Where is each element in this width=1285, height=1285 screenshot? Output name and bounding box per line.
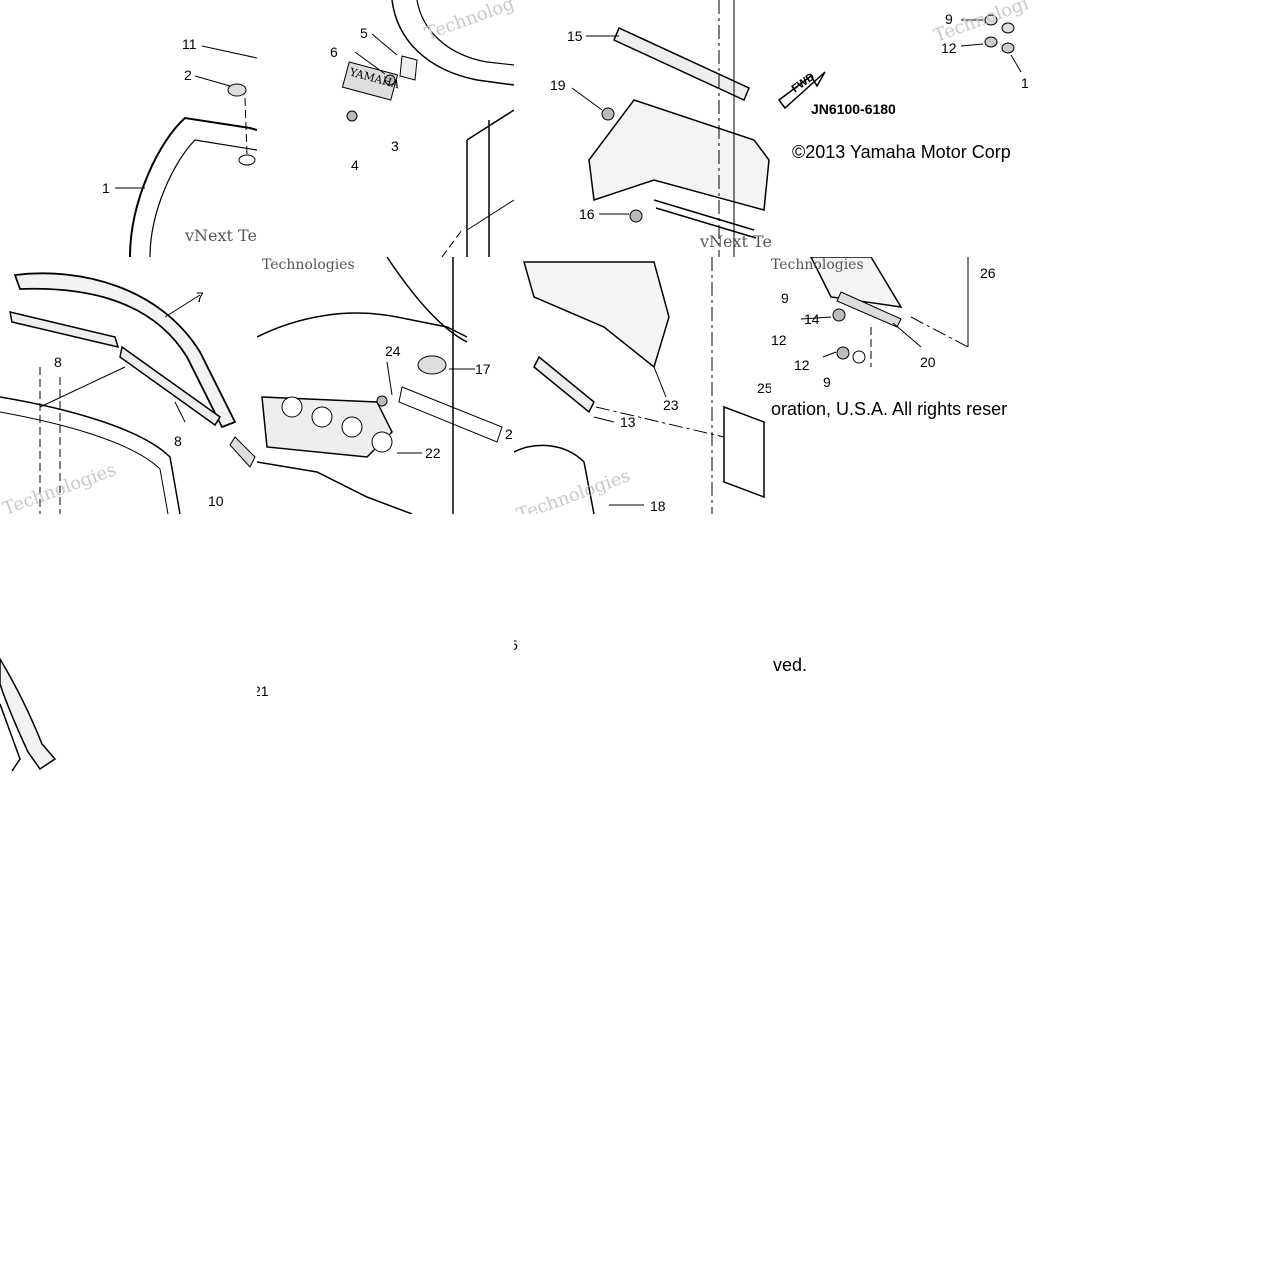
callout-3: 3	[391, 138, 399, 154]
callout-12: 12	[941, 40, 957, 56]
callout-15: 15	[567, 28, 583, 44]
callout-5: 5	[360, 25, 368, 41]
tile-top-mid-right: 15 19 16 vNext Technologies	[514, 0, 771, 257]
tile-mid-right-drawing	[800, 257, 969, 367]
watermark-text: Technologies	[771, 257, 864, 273]
callout-18: 18	[650, 498, 666, 514]
callout-26: 26	[980, 265, 996, 281]
tile-bottom-left	[0, 514, 257, 771]
copyright-line-2: oration, U.S.A. All rights reser	[771, 399, 1008, 419]
part-code: JN6100-6180	[811, 101, 896, 117]
tile-bottom-center-right: 5	[514, 514, 771, 771]
tile-center-right: 13 23 18 25 Technologies	[514, 257, 771, 514]
tile-center-left-drawing	[257, 257, 503, 514]
callout-17: 17	[475, 361, 491, 377]
tile-top-left: 11 2 1 vNext Technologies	[0, 0, 257, 257]
tile-top-right-drawing	[777, 14, 1022, 110]
callout-10: 10	[208, 493, 224, 509]
callout-2-edge: 2	[505, 426, 513, 442]
callout-9c: 9	[823, 374, 831, 390]
callout-25: 25	[757, 380, 771, 396]
tile-center-left: 24 17 22 2 Technologies	[257, 257, 514, 514]
callout-13: 13	[620, 414, 636, 430]
tile-top-mid-left-drawing	[341, 0, 514, 257]
tile-mid-right: 26 9 14 12 12 9 20 oration, U.S.A. All r…	[771, 257, 1028, 514]
callout-2: 2	[184, 67, 192, 83]
callout-23: 23	[663, 397, 679, 413]
callout-19: 19	[550, 77, 566, 93]
tile-top-left-drawing	[115, 45, 257, 257]
callout-6: 6	[330, 44, 338, 60]
watermark-text: Technologies	[262, 257, 355, 273]
copyright-line-1: ©2013 Yamaha Motor Corp	[792, 142, 1011, 162]
callout-8b: 8	[174, 433, 182, 449]
copyright-line-3: ved.	[773, 655, 808, 675]
callout-1: 1	[102, 180, 110, 196]
tile-center-right-drawing	[514, 257, 765, 514]
watermark-text: vNext Technologies	[185, 226, 257, 245]
watermark-text: vNext Technologies	[700, 232, 771, 251]
tile-top-mid-right-drawing	[571, 0, 770, 257]
callout-8: 8	[54, 354, 62, 370]
tile-mid-left-drawing	[0, 272, 256, 514]
callout-5-edge: 5	[514, 638, 518, 652]
tile-top-mid-left: 5 6 4 3 YAMAHA Technologies	[257, 0, 514, 257]
tile-bottom-left-drawing	[0, 657, 57, 771]
tile-mid-left: 7 8 8 10 Technologies	[0, 257, 257, 514]
callout-21: 21	[257, 683, 269, 699]
callout-14: 14	[804, 311, 820, 327]
callout-20: 20	[920, 354, 936, 370]
tile-bottom-right: ved.	[771, 514, 1028, 771]
callout-9: 9	[945, 11, 953, 27]
callout-24: 24	[385, 343, 401, 359]
callout-12c: 12	[794, 357, 810, 373]
callout-16: 16	[579, 206, 595, 222]
callout-1-edge: 1	[1021, 75, 1028, 91]
callout-7: 7	[196, 289, 204, 305]
callout-4: 4	[351, 157, 359, 173]
callout-22: 22	[425, 445, 441, 461]
callout-9b: 9	[781, 290, 789, 306]
callout-12b: 12	[771, 332, 787, 348]
tile-top-right: 9 12 1 FWD JN6100-6180 ©2013 Yamaha Moto…	[771, 0, 1028, 257]
callout-11: 11	[182, 36, 197, 52]
tile-bottom-center-left: 21	[257, 514, 514, 771]
